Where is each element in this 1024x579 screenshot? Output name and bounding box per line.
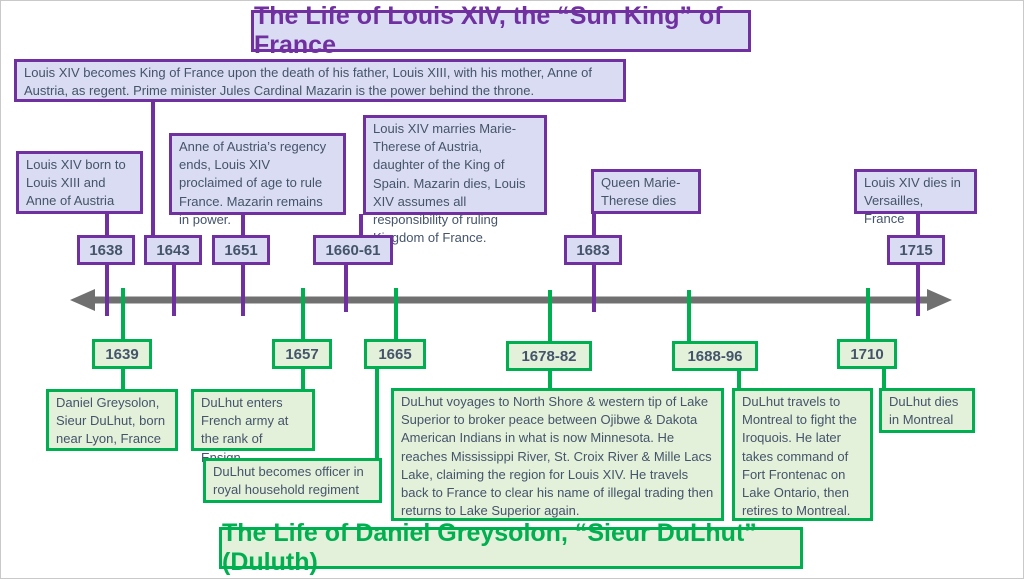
- louis-event-1660-desc: Louis XIV marries Marie-Therese of Austr…: [363, 115, 547, 245]
- connector-1657-upper: [301, 288, 305, 340]
- connector-1651-lower: [241, 264, 245, 316]
- dulhut-year-1665: 1665: [364, 339, 426, 369]
- connector-1665-lower: [375, 368, 379, 460]
- dulhut-year-1678-82: 1678-82: [506, 341, 592, 371]
- connector-1638-upper: [105, 213, 109, 236]
- connector-1639-lower: [121, 368, 125, 392]
- connector-1657-lower: [301, 368, 305, 392]
- connector-1639-upper: [121, 288, 125, 340]
- connector-1651-upper: [241, 214, 245, 236]
- connector-1643-upper: [151, 98, 155, 236]
- louis-year-1651: 1651: [212, 235, 270, 265]
- connector-1710-upper: [866, 288, 870, 340]
- connector-1683-lower: [592, 264, 596, 312]
- connector-1715-lower: [916, 264, 920, 316]
- connector-1638-lower: [105, 264, 109, 316]
- dulhut-event-1710-desc: DuLhut dies in Montreal: [879, 388, 975, 433]
- dulhut-year-1710: 1710: [837, 339, 897, 369]
- louis-year-1643: 1643: [144, 235, 202, 265]
- louis-year-1683: 1683: [564, 235, 622, 265]
- dulhut-event-1665-desc: DuLhut becomes officer in royal househol…: [203, 458, 382, 503]
- dulhut-event-1688-desc: DuLhut travels to Montreal to fight the …: [732, 388, 873, 521]
- louis-event-1683-desc: Queen Marie-Therese dies: [591, 169, 701, 214]
- connector-1683-upper: [592, 214, 596, 236]
- louis-year-1638: 1638: [77, 235, 135, 265]
- connector-1660-lower: [344, 264, 348, 312]
- connector-1688-lower: [737, 370, 741, 390]
- louis-event-1651-desc: Anne of Austria’s regency ends, Louis XI…: [169, 133, 346, 227]
- dulhut-year-1688-96: 1688-96: [672, 341, 758, 371]
- connector-1678-upper: [548, 290, 552, 342]
- louis-event-1715-desc: Louis XIV dies in Versailles, France: [854, 169, 977, 226]
- dulhut-title: The Life of Daniel Greysolon, “Sieur DuL…: [219, 519, 803, 576]
- louis-year-1660-61: 1660-61: [313, 235, 393, 265]
- connector-1660-upper: [359, 214, 363, 236]
- louis-title: The Life of Louis XIV, the “Sun King” of…: [251, 2, 751, 59]
- connector-1678-lower: [548, 370, 552, 390]
- louis-year-1715: 1715: [887, 235, 945, 265]
- louis-event-1638-desc: Louis XIV born to Louis XIII and Anne of…: [16, 151, 143, 214]
- connector-1643-lower: [172, 264, 176, 316]
- dulhut-year-1639: 1639: [92, 339, 152, 369]
- dulhut-event-1678-desc: DuLhut voyages to North Shore & western …: [391, 388, 724, 521]
- connector-1715-upper: [916, 214, 920, 236]
- connector-1665-upper: [394, 288, 398, 340]
- louis-event-1643-desc: Louis XIV becomes King of France upon th…: [14, 59, 626, 102]
- connector-1688-upper: [687, 290, 691, 342]
- connector-1710-lower: [882, 368, 886, 390]
- dulhut-event-1657-desc: DuLhut enters French army at the rank of…: [191, 389, 315, 465]
- dulhut-year-1657: 1657: [272, 339, 332, 369]
- dulhut-event-1639-desc: Daniel Greysolon, Sieur DuLhut, born nea…: [46, 389, 178, 451]
